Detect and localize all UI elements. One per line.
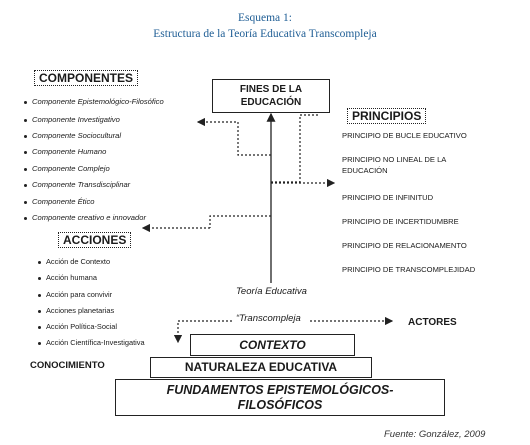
componente-item: Componente Epistemológico-Filosófico <box>24 97 164 106</box>
branch-acciones <box>209 215 271 228</box>
accion-item: Acción humana <box>38 273 97 282</box>
principio-item: PRINCIPIO DE INCERTIDUMBRE <box>342 217 459 226</box>
teoria-educativa-label: Teoría Educativa <box>236 286 307 297</box>
componente-item: Componente Complejo <box>24 164 110 173</box>
componente-item: Componente creativo e innovador <box>24 213 146 222</box>
fundamentos-line2: FILOSÓFICOS <box>237 398 323 412</box>
componente-item: Componente Sociocultural <box>24 131 121 140</box>
fines-line1: FINES DE LA <box>239 84 303 95</box>
transcompleja-label: “Transcompleja <box>236 313 301 324</box>
contexto-box: CONTEXTO <box>190 334 355 356</box>
componente-item: Componente Investigativo <box>24 115 120 124</box>
principio-item: PRINCIPIO DE RELACIONAMENTO <box>342 241 467 250</box>
arrow-conocimiento <box>173 320 232 344</box>
principio-item: PRINCIPIO DE BUCLE EDUCATIVO <box>342 131 467 140</box>
source-note: Fuente: González, 2009 <box>384 429 486 440</box>
figure-title: Estructura de la Teoría Educativa Transc… <box>153 28 377 40</box>
fundamentos-box: FUNDAMENTOS EPISTEMOLÓGICOS- FILOSÓFICOS <box>115 379 445 416</box>
figure-number: Esquema 1: <box>238 12 292 24</box>
fines-line2: EDUCACIÓN <box>240 97 302 108</box>
accion-item: Acción Política-Social <box>38 322 117 331</box>
principio-item: PRINCIPIO DE TRANSCOMPLEJIDAD <box>342 265 476 274</box>
principio-item: PRINCIPIO NO LINEAL DE LA EDUCACIÓN <box>342 155 446 175</box>
accion-item: Acciones planetarias <box>38 306 114 315</box>
principios-header: PRINCIPIOS <box>347 108 427 124</box>
componentes-header: COMPONENTES <box>34 70 139 86</box>
conocimiento-label: CONOCIMIENTO <box>30 360 105 371</box>
accion-item: Acción Científica-Investigativa <box>38 338 145 347</box>
componente-item: Componente Ético <box>24 197 94 206</box>
acciones-header: ACCIONES <box>58 232 132 248</box>
principio-item: PRINCIPIO DE INFINITUD <box>342 193 434 202</box>
fines-box: FINES DE LA EDUCACIÓN <box>212 79 330 113</box>
branch-componentes <box>232 121 271 156</box>
branch-principios-up <box>271 114 318 183</box>
fundamentos-line1: FUNDAMENTOS EPISTEMOLÓGICOS- <box>166 383 394 397</box>
actores-label: ACTORES <box>408 317 457 328</box>
accion-item: Acción para convivir <box>38 290 112 299</box>
componente-item: Componente Transdisciplinar <box>24 180 130 189</box>
accion-item: Acción de Contexto <box>38 257 110 266</box>
componente-item: Componente Humano <box>24 147 106 156</box>
naturaleza-box: NATURALEZA EDUCATIVA <box>150 357 372 378</box>
